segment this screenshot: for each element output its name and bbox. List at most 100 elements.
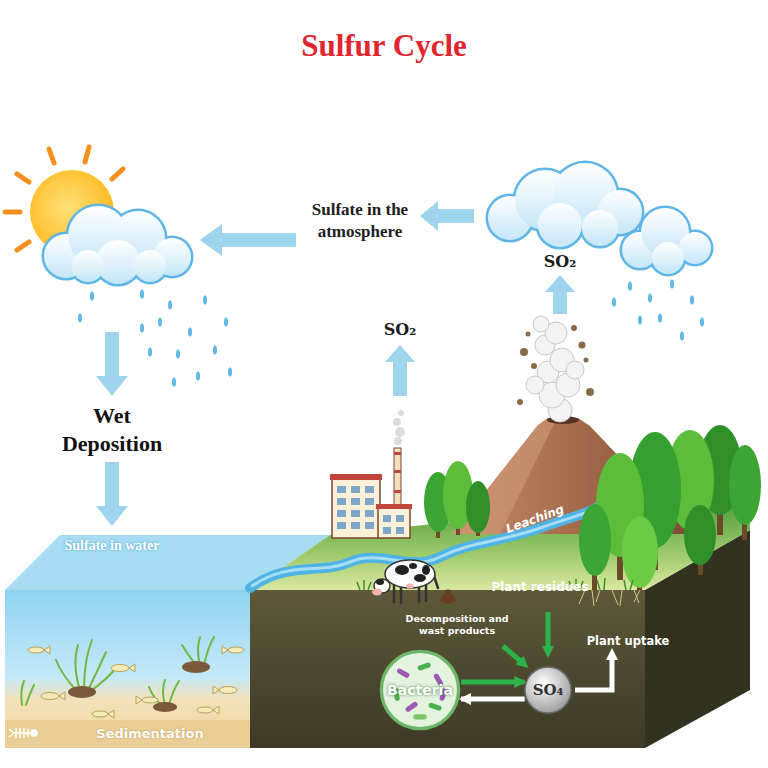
- cow: [406, 584, 414, 589]
- fish-skeleton: [31, 730, 37, 736]
- factory: [394, 452, 401, 455]
- flow-arrows: [200, 224, 296, 256]
- volcanic-rocks: [579, 342, 586, 349]
- fish-skeleton: [9, 728, 28, 738]
- rain-cloud: [42, 204, 194, 287]
- factory: [394, 437, 402, 445]
- rain-drops: [78, 290, 232, 387]
- rain-drops: [203, 296, 207, 305]
- node-outline: [381, 651, 458, 728]
- factory: [383, 515, 404, 534]
- fish: [129, 664, 135, 672]
- bacterium: [396, 668, 410, 679]
- rain-drops: [628, 282, 632, 291]
- volcanic-rocks: [584, 358, 589, 363]
- rain-drops: [680, 332, 684, 341]
- diagram-title: Sulfur Cycle: [0, 28, 768, 64]
- bacteria-circle: Bacteria: [378, 648, 462, 732]
- eruption-plume: [526, 376, 544, 394]
- volcanic-rocks: [571, 325, 577, 331]
- factory: [365, 498, 374, 505]
- factory: [394, 490, 401, 493]
- rain-drops: [658, 314, 662, 323]
- fish: [197, 707, 213, 713]
- rain-drops: [690, 296, 694, 305]
- rain-drops: [224, 318, 228, 327]
- flow-arrows: [546, 612, 551, 652]
- volcanic-rocks: [526, 332, 531, 337]
- fish: [136, 696, 142, 704]
- gas-label: SO₂: [538, 252, 582, 272]
- factory: [351, 522, 360, 529]
- atmosphere-label: Sulfate in the atmosphere: [290, 199, 430, 243]
- fish: [136, 696, 158, 704]
- flow-arrows: [420, 201, 474, 231]
- cow: [395, 565, 409, 575]
- bacterium: [417, 662, 431, 671]
- manure: [445, 590, 452, 595]
- rain-drops: [168, 301, 172, 310]
- factory: [351, 510, 360, 517]
- factory: [365, 522, 374, 529]
- cow: [385, 560, 435, 588]
- fish: [213, 686, 237, 694]
- rain-cloud: [620, 206, 714, 277]
- flow-arrows: [545, 275, 575, 314]
- factory: [351, 498, 360, 505]
- cow: [372, 589, 382, 596]
- flow-arrows: [503, 646, 524, 664]
- factory: [383, 515, 391, 522]
- flow-arrows: [96, 462, 128, 526]
- node-text: SO₄: [533, 681, 563, 699]
- cow: [422, 565, 430, 575]
- fish: [222, 646, 228, 654]
- fish: [28, 646, 50, 654]
- seaweed: [21, 637, 214, 705]
- rain-drops: [612, 298, 616, 307]
- volcanic-rocks: [586, 388, 594, 396]
- rain-cloud: [72, 250, 104, 282]
- fish: [92, 711, 108, 717]
- factory: [378, 508, 410, 538]
- rain-drops: [700, 318, 704, 327]
- factory: [337, 522, 346, 529]
- rocks: [182, 661, 210, 673]
- rocks: [68, 686, 96, 698]
- rain-drops: [648, 294, 652, 303]
- volcanic-rocks: [517, 399, 523, 405]
- rain-drops: [78, 314, 82, 323]
- seaweed: [182, 637, 214, 665]
- gas-label: SO₂: [378, 320, 422, 340]
- factory: [337, 486, 346, 493]
- rain-drops: [140, 290, 144, 299]
- cloud: [488, 163, 642, 247]
- bacterium: [413, 714, 426, 719]
- trees: [579, 504, 611, 576]
- rain-drops: [172, 378, 176, 387]
- fish: [28, 647, 44, 653]
- process-label: Decomposition and wast products: [398, 613, 516, 637]
- factory: [393, 410, 405, 445]
- rain-drops: [176, 350, 180, 359]
- fish: [59, 692, 65, 700]
- rain-drops: [670, 280, 674, 289]
- factory: [396, 515, 404, 522]
- rain-cloud: [42, 204, 194, 287]
- rain-cloud: [620, 206, 714, 277]
- rain-drops: [196, 372, 200, 381]
- fish: [44, 646, 50, 654]
- cow: [372, 560, 438, 603]
- seaweed: [56, 640, 116, 690]
- fish: [111, 664, 135, 672]
- cloud: [582, 210, 618, 246]
- fish: [92, 710, 114, 718]
- factory: [383, 527, 391, 534]
- trees: [622, 516, 658, 588]
- rain-cloud: [652, 242, 684, 274]
- bacterium: [428, 702, 442, 711]
- fish: [41, 692, 65, 700]
- factory: [330, 474, 382, 480]
- ground-block: [5, 720, 250, 748]
